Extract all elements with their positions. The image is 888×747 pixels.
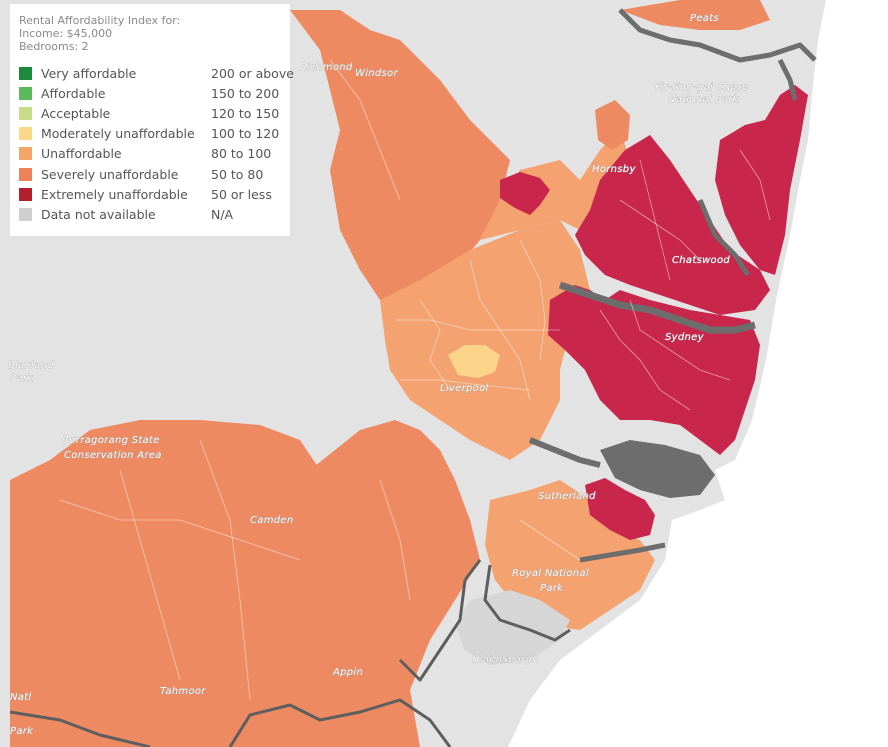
place-label-liverpool: Liverpool [440,383,489,394]
region-north-severe [620,0,770,30]
legend-label: Severely unaffordable [41,166,179,182]
region-camden-severe [310,420,480,747]
region-moderate [448,345,500,378]
legend-range: 80 to 100 [211,146,272,162]
place-label-royal-1: Royal National [512,568,589,579]
place-label-chatswood: Chatswood [672,255,730,266]
water-georges-river [528,437,601,468]
park-boundaries [9,559,571,747]
legend-swatch [19,167,32,181]
legend-bedrooms: Bedrooms: 2 [19,40,89,53]
region-royal-national-park [455,590,570,665]
region-southwest-severe [10,420,380,747]
suburb-boundaries [59,59,771,701]
legend-swatch [19,86,32,100]
legend-swatch [19,187,32,201]
place-label-hornsby: Hornsby [592,164,636,175]
place-label-royal-2: Park [540,583,564,594]
legend-range: 120 to 150 [211,105,280,121]
region-beaches-extreme [715,85,808,275]
legend-item-extremely-unaffordable: Extremely unaffordable 50 or less [19,184,281,204]
legend-range: 150 to 200 [211,85,280,101]
legend-swatch [19,106,32,120]
place-label-sutherland: Sutherland [538,491,596,502]
place-label-sydney: Sydney [665,332,705,343]
water-port-hacking [579,542,666,563]
legend-swatch [19,66,32,80]
place-labels: Richmond Windsor Ku-ring-gai Chase Natio… [8,13,749,738]
place-label-blaxland-1: Blaxland [8,360,54,371]
place-label-helensburgh: Helensburgh [472,654,539,665]
region-central-unaffordable [380,220,590,460]
place-label-nattai-2: Park [10,726,34,737]
region-maroota-severe [595,100,630,150]
legend-label: Moderately unaffordable [41,126,195,142]
legend-label: Data not available [41,206,156,222]
legend-list: Very affordable 200 or above Affordable … [19,63,294,225]
legend-swatch [19,147,32,161]
legend-item-acceptable: Acceptable 120 to 150 [19,103,281,123]
legend-item-affordable: Affordable 150 to 200 [19,83,281,103]
legend-item-data-not-available: Data not available N/A [19,204,281,224]
region-cronulla-extreme [585,478,655,540]
place-label-burragorang-1: Burragorang State [62,435,160,446]
ocean [508,0,888,747]
legend-panel: Rental Affordability Index for: Income: … [10,4,294,236]
water-botany-bay [600,440,715,498]
legend-label: Affordable [41,85,106,101]
place-label-camden: Camden [250,515,294,526]
legend-income: Income: $45,000 [19,27,113,40]
legend-item-very-affordable: Very affordable 200 or above [19,63,294,83]
legend-item-unaffordable: Unaffordable 80 to 100 [19,144,281,164]
place-label-appin: Appin [332,667,363,678]
region-northshore-extreme [575,135,770,315]
place-label-windsor: Windsor [355,68,398,79]
place-label-blaxland-2: Park [10,373,34,384]
legend-item-moderately-unaffordable: Moderately unaffordable 100 to 120 [19,124,281,144]
place-label-burragorang-2: Conservation Area [64,450,162,461]
legend-label: Very affordable [41,65,137,81]
region-northwest-severe [290,10,510,300]
legend-range: 50 to 80 [211,166,264,182]
legend-label: Acceptable [41,105,111,121]
water-parramatta-river [558,281,756,334]
region-sutherland-unaffordable [485,480,655,630]
legend-title: Rental Affordability Index for: [19,14,181,27]
legend-range: N/A [211,206,234,222]
place-label-tahmoor: Tahmoor [160,686,206,697]
place-label-nattai-1: Natl [10,692,32,703]
water-pittwater [777,58,798,101]
legend-range: 200 or above [211,65,294,81]
place-label-kuringgai-1: Ku-ring-gai Chase [655,82,749,93]
legend-swatch [19,207,32,221]
legend-range: 100 to 120 [211,126,280,142]
legend-label: Unaffordable [41,146,122,162]
place-label-peats: Peats [690,13,719,24]
water-hawkesbury-river [618,8,817,63]
legend-label: Extremely unaffordable [41,186,188,202]
legend-item-severely-unaffordable: Severely unaffordable 50 to 80 [19,164,281,184]
place-label-kuringgai-2: National Park [668,94,740,105]
water-middle-harbour [697,199,751,277]
legend-range: 50 or less [211,186,272,202]
place-label-richmond: Richmond [300,62,353,73]
region-dural-extreme [500,172,550,215]
legend-swatch [19,127,32,141]
